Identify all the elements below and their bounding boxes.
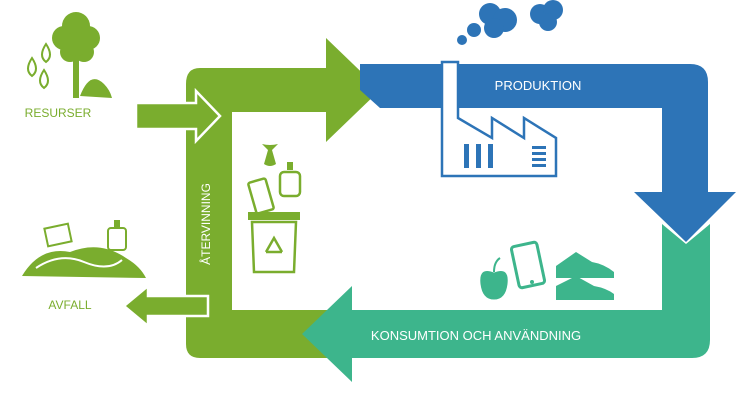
apple-icon: [479, 257, 509, 301]
waste-label: AVFALL: [48, 298, 91, 312]
recycling-band: [186, 38, 380, 358]
tree-icon: [52, 12, 112, 98]
discarded-phone-icon: [247, 177, 275, 215]
apple-core-icon: [262, 144, 278, 166]
bottle-icon: [278, 162, 302, 198]
smoke-cloud-icon: [457, 0, 563, 45]
production-label: PRODUKTION: [495, 78, 582, 93]
factory-icon: [440, 60, 558, 178]
sneakers-icon: [556, 252, 614, 300]
phone-icon: [509, 240, 547, 290]
recycling-label: ÅTERVINNING: [198, 183, 213, 265]
consumption-band: [302, 224, 710, 382]
recycling-bin-icon: [248, 212, 300, 274]
resources-input-arrow: [134, 87, 222, 145]
waste-output-arrow: [122, 283, 210, 329]
resources-label: RESURSER: [25, 106, 92, 120]
water-drops-icon: [27, 42, 51, 90]
consumption-label: KONSUMTION OCH ANVÄNDNING: [371, 328, 581, 343]
waste-heap-icon: [22, 220, 146, 278]
